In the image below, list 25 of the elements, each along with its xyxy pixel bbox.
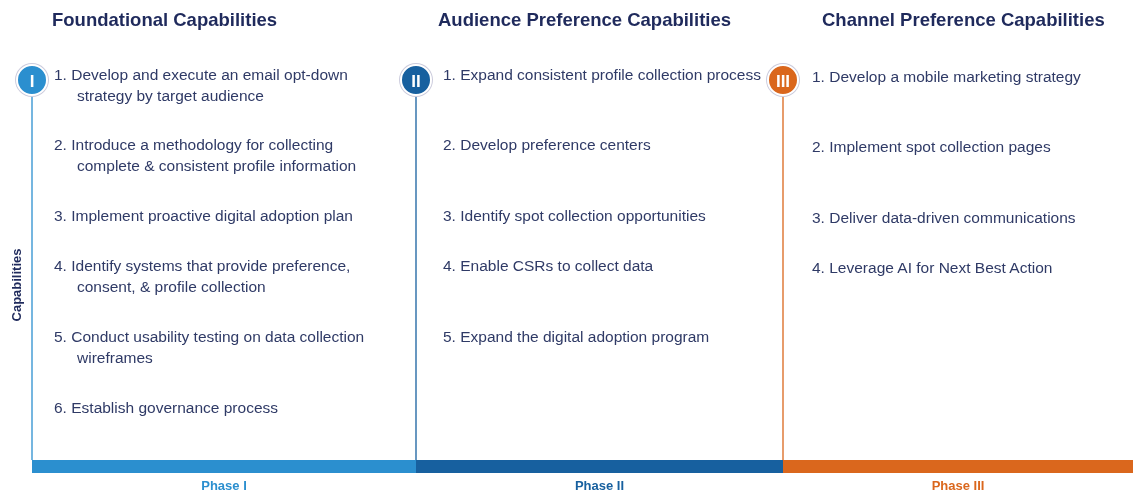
phase-badge: I (16, 64, 48, 96)
capability-item: 1. Develop a mobile marketing strategy (812, 67, 1082, 87)
capability-item: 6. Establish governance process (54, 398, 280, 418)
axis-label: Capabilities (8, 248, 24, 322)
capability-item: 2. Develop preference centers (443, 135, 652, 155)
capability-item: 3. Identify spot collection opportunities (443, 206, 707, 226)
column-heading: Channel Preference Capabilities (822, 9, 1105, 31)
capability-item: 1. Expand consistent profile collection process (443, 65, 762, 85)
capability-item: 4. Identify systems that provide preference, consent, & profile collection (54, 256, 352, 297)
capability-item: 2. Introduce a methodology for collecting complete & consistent profile information (54, 135, 358, 176)
phase-badge: II (400, 64, 432, 96)
phase-label: Phase II (574, 478, 625, 493)
phase-label: Phase III (931, 478, 985, 493)
capability-item: 5. Expand the digital adoption program (443, 327, 711, 347)
phase-label: Phase I (201, 478, 247, 493)
capability-item: 3. Deliver data-driven communications (812, 208, 1077, 228)
capability-item: 1. Develop and execute an email opt-down strategy by target audience (54, 65, 349, 106)
capability-item: 3. Implement proactive digital adoption plan (54, 206, 354, 226)
capability-item: 4. Leverage AI for Next Best Action (812, 258, 1054, 278)
capability-item: 4. Enable CSRs to collect data (443, 256, 655, 276)
column-heading: Foundational Capabilities (52, 9, 278, 31)
capability-item: 2. Implement spot collection pages (812, 137, 1052, 157)
phase-badge: III (767, 64, 799, 96)
capability-item: 5. Conduct usability testing on data collection wireframes (54, 327, 366, 368)
column-heading: Audience Preference Capabilities (438, 9, 732, 31)
